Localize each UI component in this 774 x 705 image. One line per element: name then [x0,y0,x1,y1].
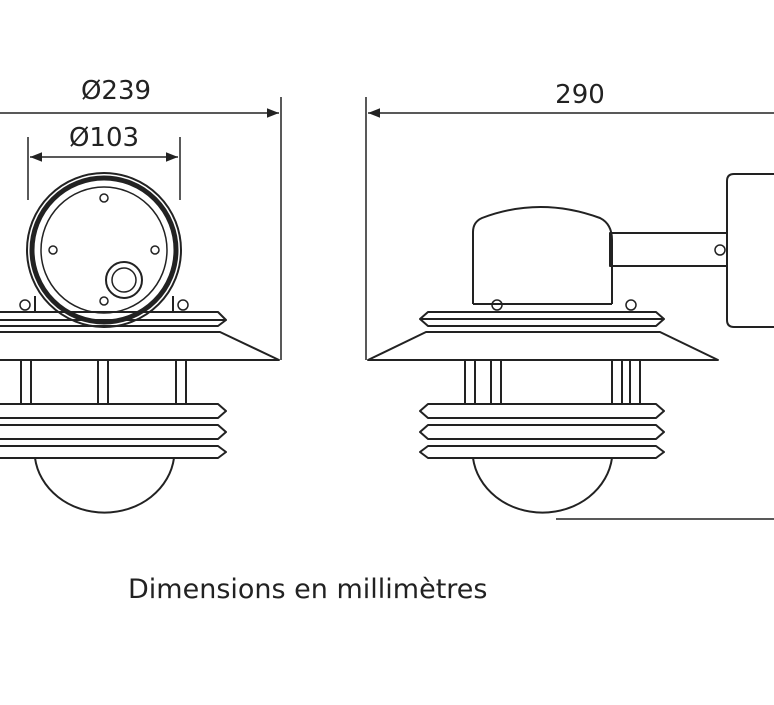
depth-dimension: 290 [365,80,774,360]
front-posts [20,360,187,404]
side-top-shade [419,311,665,327]
inner-diameter-label: Ø103 [69,123,139,153]
front-lower-rings [0,403,227,459]
side-lower-rings [419,403,665,459]
depth-label: 290 [555,80,605,110]
mounting-plate [26,172,182,328]
side-housing [472,206,637,311]
inner-diameter-dimension: Ø103 [27,123,181,200]
outer-diameter-dimension: Ø239 [0,76,282,360]
front-top-shade [0,296,227,327]
outer-diameter-label: Ø239 [81,76,151,106]
side-view: 290 [365,80,774,520]
caption: Dimensions en millimètres [128,574,488,605]
front-large-shade [0,331,280,361]
side-glass-globe [472,457,613,514]
side-large-shade [367,331,719,361]
front-view: Ø239 Ø103 [0,76,282,514]
side-posts [464,360,641,404]
wall-bracket [609,173,774,328]
front-glass-globe [34,457,175,514]
